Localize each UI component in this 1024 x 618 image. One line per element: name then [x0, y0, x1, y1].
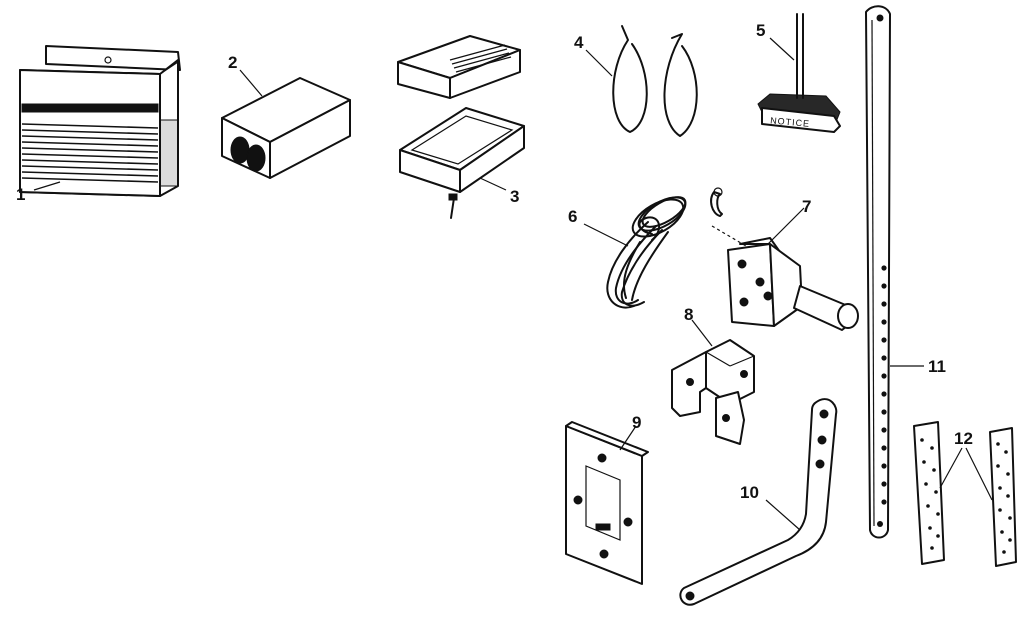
part-10-angle-bracket: [679, 398, 838, 606]
part-label-10: 10: [740, 483, 759, 502]
leader-4: [585, 49, 613, 77]
part-7-door-bracket-with-pin: [710, 187, 859, 331]
part-2-battery: [221, 77, 351, 179]
leader-6: [583, 223, 629, 247]
part-label-9: 9: [632, 413, 641, 432]
leader-12b: [965, 447, 993, 501]
part-label-2: 2: [228, 53, 237, 72]
part-label-4: 4: [574, 33, 584, 52]
part-label-1: 1: [16, 185, 25, 204]
part-label-7: 7: [802, 197, 811, 216]
part-label-5: 5: [756, 21, 765, 40]
part-5-notice-tag: NOTICE: [757, 13, 841, 133]
leader-1: [33, 181, 61, 191]
notice-tag-text: NOTICE: [770, 115, 811, 128]
leader-12a: [939, 447, 963, 489]
part-label-3: 3: [510, 187, 519, 206]
part-6-coiled-wire: [606, 196, 687, 309]
leader-3: [479, 177, 507, 191]
part-12-strap-sections: [913, 421, 1017, 567]
leader-7: [767, 207, 805, 245]
part-4-wire-loops: [612, 25, 698, 137]
leader-10: [765, 499, 801, 531]
part-label-6: 6: [568, 207, 577, 226]
part-11-perforated-strap: [865, 5, 891, 539]
leader-8: [691, 319, 713, 347]
part-label-11: 11: [928, 357, 946, 376]
part-3-remote-transmitter: [397, 35, 525, 219]
part-8-header-bracket: [671, 339, 755, 445]
part-label-8: 8: [684, 305, 693, 324]
leader-9: [619, 425, 637, 451]
part-label-12: 12: [954, 429, 973, 448]
leader-2: [239, 69, 263, 97]
part-1-receiver-unit: [19, 45, 181, 197]
part-9-mounting-plate: [565, 421, 649, 585]
leader-5: [769, 37, 795, 61]
